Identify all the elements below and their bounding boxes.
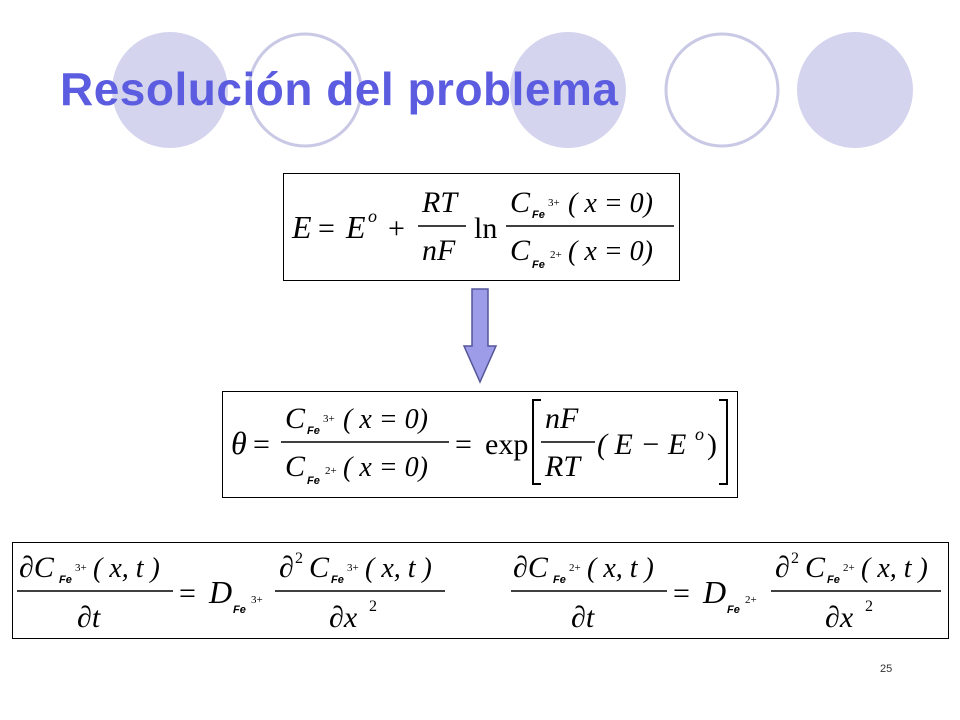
nernst-den-C: C xyxy=(510,234,531,267)
fe3-D-sub: Fe xyxy=(233,604,246,616)
theta-eq2: = xyxy=(455,428,472,461)
fe3-dC: ∂C xyxy=(19,551,55,584)
nernst-equation-box: E = E o + RT nF ln C Fe 3+ ( x = 0) C Fe… xyxy=(283,173,680,281)
theta-den-arg: ( x = 0) xyxy=(343,452,428,483)
fe2-D: D xyxy=(702,574,726,610)
fe3-dt: ∂t xyxy=(77,601,101,634)
fe3-d2: ∂ xyxy=(279,551,294,584)
nernst-eq: = xyxy=(318,212,335,245)
theta-RT: RT xyxy=(544,450,582,483)
fe2-rarg: ( x, t ) xyxy=(861,553,928,584)
theta-num-arg: ( x = 0) xyxy=(343,404,428,435)
page-number: 25 xyxy=(880,663,893,675)
nernst-den-sup: 2+ xyxy=(550,249,562,261)
nernst-num-arg: ( x = 0) xyxy=(568,188,653,219)
theta-den-C: C xyxy=(285,450,306,483)
theta-den-sub: Fe xyxy=(307,475,320,487)
nernst-num-C: C xyxy=(510,186,531,219)
nernst-equation: E = E o + RT nF ln C Fe 3+ ( x = 0) C Fe… xyxy=(291,186,674,271)
theta-paren: ( E − E xyxy=(597,428,686,461)
fe2-rsup: 2+ xyxy=(843,562,855,574)
theta-close: ) xyxy=(707,428,717,461)
fe3-D-sup: 3+ xyxy=(251,594,263,606)
theta-nF: nF xyxy=(545,402,579,435)
fe2-d2: ∂ xyxy=(775,551,790,584)
fe3-C: C xyxy=(309,551,330,584)
fe3-rsub: Fe xyxy=(331,574,344,586)
deco-circle-2 xyxy=(247,32,363,148)
nernst-num-sub: Fe xyxy=(532,209,545,221)
theta-exp: exp xyxy=(485,428,528,461)
theta-num-C: C xyxy=(285,402,306,435)
nernst-E0-sup: o xyxy=(368,206,377,226)
fe2-C: C xyxy=(805,551,826,584)
fe2-dx: ∂x xyxy=(825,601,854,634)
deco-circle-4 xyxy=(664,32,780,148)
deco-circle-5 xyxy=(797,32,913,148)
fe3-sub: Fe xyxy=(59,574,72,586)
fe2-D-sup: 2+ xyxy=(745,594,757,606)
deco-circle-3 xyxy=(510,32,626,148)
fe3-dx: ∂x xyxy=(329,601,358,634)
fe3-rarg: ( x, t ) xyxy=(365,553,432,584)
nernst-num-sup: 3+ xyxy=(548,197,560,209)
theta-num-sub: Fe xyxy=(307,425,320,437)
fe3-arg: ( x, t ) xyxy=(93,553,160,584)
diffusion-equations: ∂C Fe 3+ ( x, t ) ∂t = D Fe 3+ ∂ 2 C Fe … xyxy=(17,550,941,634)
deco-circle-1 xyxy=(112,32,228,148)
nernst-plus: + xyxy=(388,212,405,245)
slide-title: Resolución del problema xyxy=(60,63,619,115)
fe3-sup: 3+ xyxy=(75,562,87,574)
theta-num-sup: 3+ xyxy=(323,413,335,425)
theta-equation: θ = C Fe 3+ ( x = 0) C Fe 2+ ( x = 0) = … xyxy=(231,399,728,487)
fe2-d2-sup: 2 xyxy=(791,550,799,567)
fe3-eq: = xyxy=(179,577,196,610)
diffusion-fe3-equation: ∂C Fe 3+ ( x, t ) ∂t = D Fe 3+ ∂ 2 C Fe … xyxy=(17,550,445,634)
fe3-rsup: 3+ xyxy=(347,562,359,574)
diffusion-fe2-equation: ∂C Fe 2+ ( x, t ) ∂t = D Fe 2+ ∂ 2 C Fe … xyxy=(511,550,941,634)
nernst-den-arg: ( x = 0) xyxy=(568,236,653,267)
fe2-eq: = xyxy=(673,577,690,610)
fe2-rsub: Fe xyxy=(827,574,840,586)
fe3-dx-sup: 2 xyxy=(369,598,377,615)
theta-left-bracket xyxy=(532,399,541,485)
nernst-ln: ln xyxy=(474,212,497,245)
nernst-E: E xyxy=(291,209,312,245)
nernst-den-sub: Fe xyxy=(532,259,545,271)
nernst-E0: E xyxy=(345,209,366,245)
fe3-D: D xyxy=(208,574,232,610)
fe2-sub: Fe xyxy=(553,574,566,586)
decorative-circles xyxy=(112,32,913,148)
fe3-d2-sup: 2 xyxy=(295,550,303,567)
theta-symbol: θ xyxy=(231,425,247,461)
fe2-dt: ∂t xyxy=(571,601,595,634)
diffusion-equations-box: ∂C Fe 3+ ( x, t ) ∂t = D Fe 3+ ∂ 2 C Fe … xyxy=(12,542,949,639)
theta-equation-box: θ = C Fe 3+ ( x = 0) C Fe 2+ ( x = 0) = … xyxy=(222,391,738,498)
fe2-arg: ( x, t ) xyxy=(587,553,654,584)
fe2-dx-sup: 2 xyxy=(865,598,873,615)
nernst-RT: RT xyxy=(421,186,459,219)
nernst-nF: nF xyxy=(422,234,456,267)
fe2-sup: 2+ xyxy=(569,562,581,574)
down-arrow-icon xyxy=(462,288,498,384)
fe2-D-sub: Fe xyxy=(727,604,740,616)
theta-E0-sup: o xyxy=(695,424,704,444)
theta-den-sup: 2+ xyxy=(325,465,337,477)
theta-right-bracket xyxy=(719,399,728,485)
theta-eq: = xyxy=(253,428,270,461)
fe2-dC: ∂C xyxy=(513,551,549,584)
